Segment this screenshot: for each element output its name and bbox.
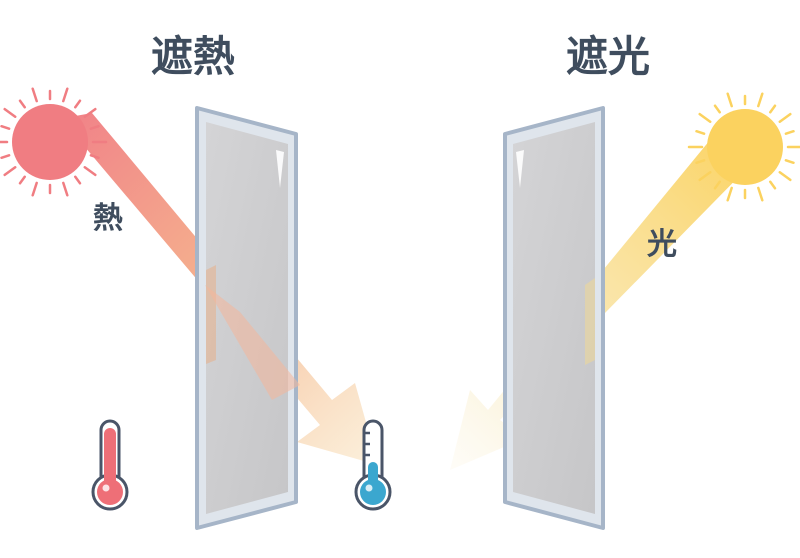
sun-ray	[695, 129, 706, 135]
sun-ray	[3, 166, 17, 177]
sun-ray	[83, 107, 97, 118]
sun-ray	[698, 112, 712, 123]
sun-icon	[687, 92, 800, 202]
light-label: 光	[647, 227, 677, 262]
sun-ray	[62, 87, 69, 103]
sun-ray	[89, 154, 100, 160]
sun-ray	[769, 180, 777, 190]
sun-ray	[3, 107, 17, 118]
sun-ray	[784, 159, 795, 165]
sun-ray	[89, 124, 100, 130]
sun-ray	[769, 104, 777, 114]
sun-icon	[0, 87, 108, 197]
sun-ray	[726, 186, 733, 202]
sun-ray	[0, 124, 11, 130]
sun-ray	[784, 129, 795, 135]
sun-ray	[31, 181, 38, 197]
sun-ray	[698, 171, 712, 182]
sun-ray	[726, 92, 733, 108]
sun-ray	[18, 175, 26, 185]
light-ray	[450, 140, 765, 470]
heat-shield-title: 遮熱	[151, 32, 235, 81]
sun-ray	[83, 166, 97, 177]
sun-ray	[713, 104, 721, 114]
sun-ray	[74, 99, 82, 109]
right-glass-panel	[503, 106, 605, 530]
sun-ray	[0, 154, 11, 160]
sun-ray	[18, 99, 26, 109]
left-glass-panel	[195, 106, 298, 530]
heat-ray-passthrough	[205, 285, 300, 400]
sun-ray	[778, 171, 792, 182]
sun-ray	[778, 112, 792, 123]
sun-ray	[31, 87, 38, 103]
thermometer-hot-icon	[91, 419, 129, 511]
sun-ray	[713, 180, 721, 190]
thermometer-cold-icon	[354, 419, 392, 511]
sun-ray	[757, 186, 764, 202]
light-shield-title: 遮光	[566, 32, 650, 81]
sun-ray	[757, 92, 764, 108]
sun-ray	[695, 159, 706, 165]
sun-ray	[62, 181, 69, 197]
sun-ray	[74, 175, 82, 185]
heat-label: 熱	[93, 201, 123, 236]
